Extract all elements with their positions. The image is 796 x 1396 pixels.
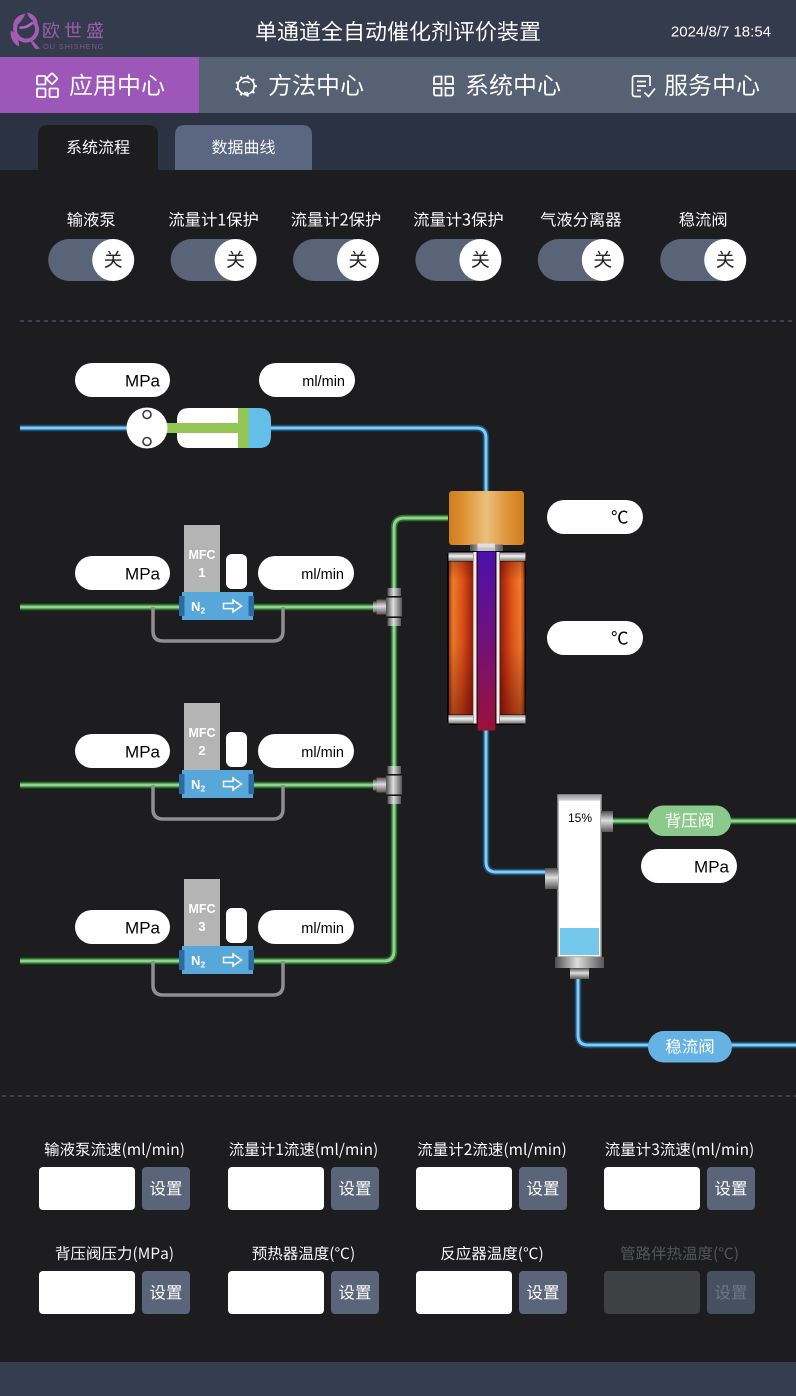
svg-text:2: 2	[201, 960, 206, 970]
svg-text:MFC: MFC	[188, 548, 215, 562]
svg-text:ml/min: ml/min	[301, 567, 344, 583]
svg-text:ml/min: ml/min	[301, 745, 344, 761]
svg-text:N: N	[191, 599, 200, 614]
svg-text:MPa: MPa	[125, 919, 161, 938]
svg-text:15%: 15%	[568, 811, 592, 825]
svg-text:ml/min: ml/min	[302, 374, 345, 390]
svg-text:N: N	[191, 777, 200, 792]
svg-text:MPa: MPa	[694, 858, 730, 877]
svg-text:MPa: MPa	[125, 565, 161, 584]
svg-text:OU SHISHENG: OU SHISHENG	[43, 42, 104, 51]
svg-text:MFC: MFC	[188, 726, 215, 740]
svg-text:1: 1	[198, 565, 205, 580]
svg-text:2: 2	[201, 784, 206, 794]
svg-text:MFC: MFC	[188, 902, 215, 916]
svg-text:MPa: MPa	[125, 372, 161, 391]
svg-text:2: 2	[201, 606, 206, 616]
svg-text:3: 3	[198, 919, 205, 934]
svg-text:2024/8/7 18:54: 2024/8/7 18:54	[671, 24, 771, 41]
svg-text:ml/min: ml/min	[301, 921, 344, 937]
svg-text:N: N	[191, 953, 200, 968]
svg-text:2: 2	[198, 743, 205, 758]
svg-text:MPa: MPa	[125, 743, 161, 762]
